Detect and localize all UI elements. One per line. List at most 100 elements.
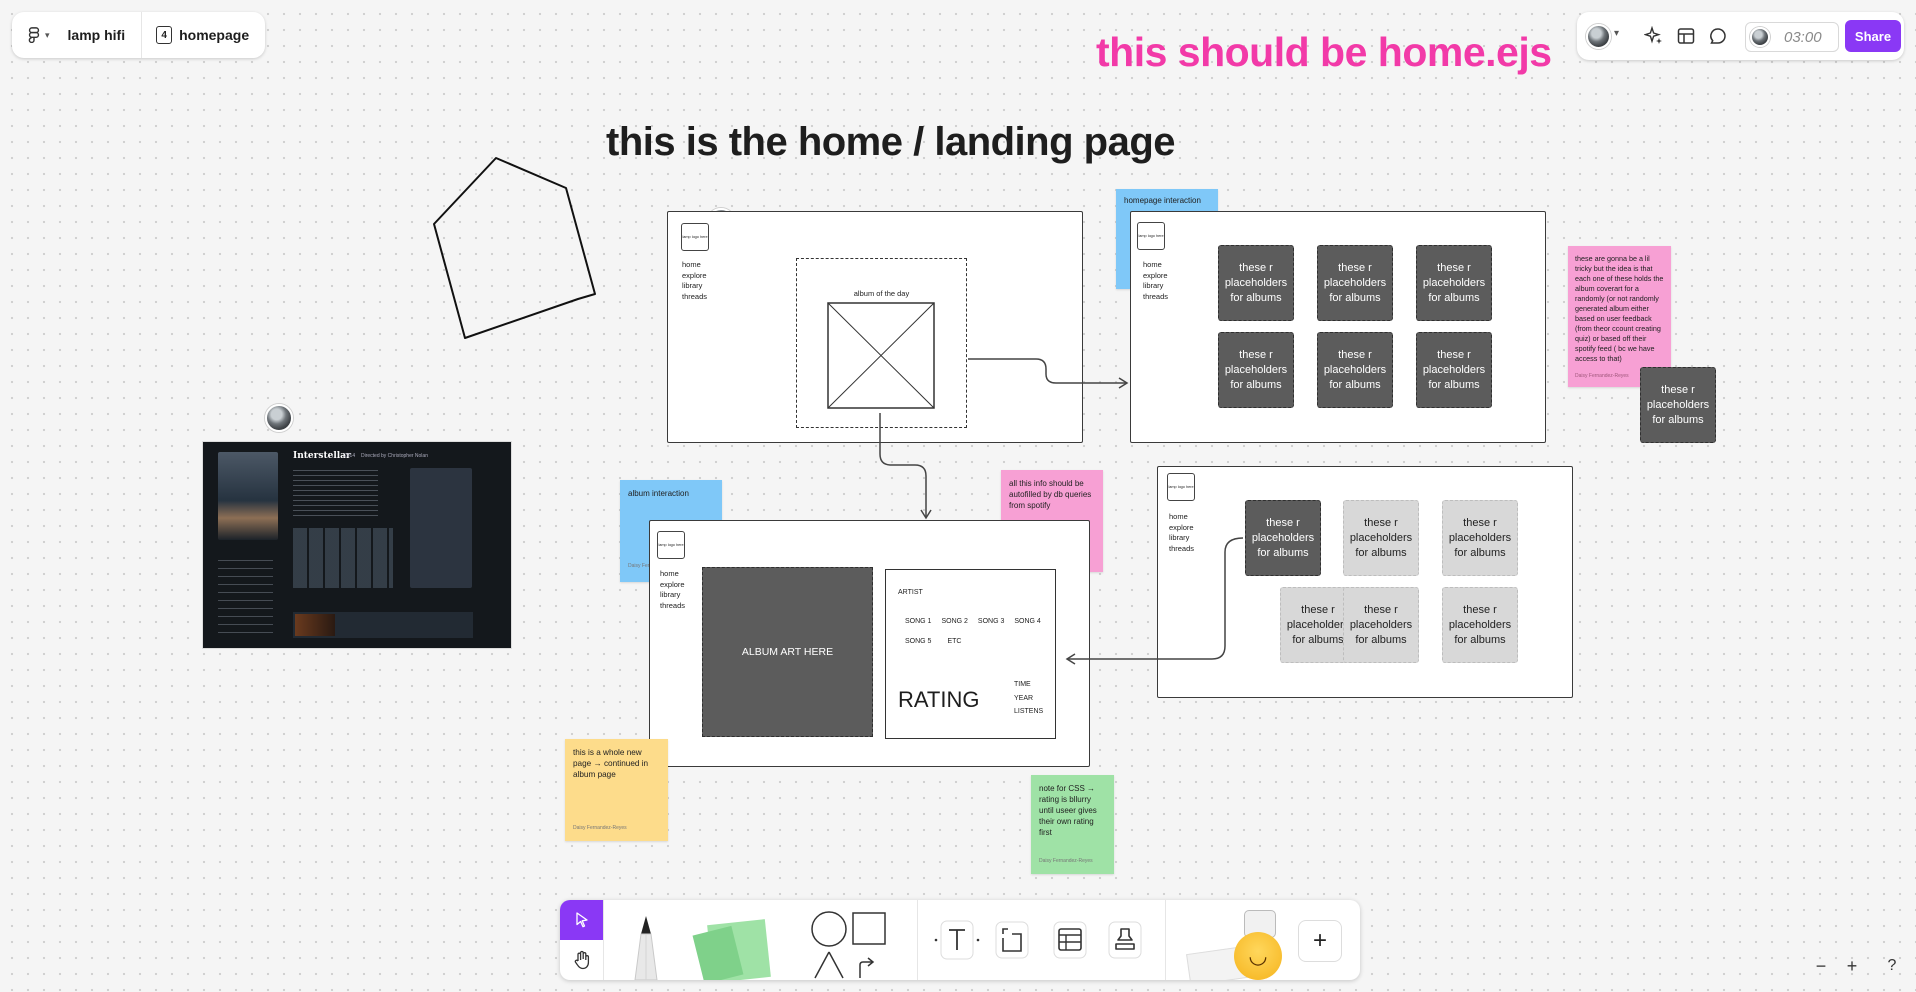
collaborator-avatar[interactable] — [265, 404, 293, 432]
shape-tools-icon[interactable] — [810, 910, 890, 980]
rating-label: RATING — [898, 687, 980, 712]
timer-value: 03:00 — [1784, 28, 1822, 46]
sticky-text: homepage interaction — [1124, 196, 1201, 205]
song-item[interactable]: SONG 3 — [977, 618, 1005, 625]
album-placeholder[interactable]: these r placeholders for albums — [1442, 587, 1518, 663]
nav-item-explore[interactable]: explore — [682, 270, 707, 280]
song-item[interactable]: SONG 1 — [905, 618, 932, 625]
project-name[interactable]: lamp hifi — [67, 27, 126, 43]
song-item[interactable]: ETC — [947, 638, 962, 645]
widgets-plugins-tool[interactable]: ◡ — [1182, 908, 1292, 980]
select-tool[interactable] — [560, 900, 603, 940]
wireframe-homepage-grid-selected[interactable]: lamp logo here home explore library thre… — [1157, 466, 1573, 698]
table-tool[interactable] — [1050, 920, 1090, 960]
page-selector[interactable]: 4 homepage — [142, 12, 265, 58]
timer-avatar — [1750, 27, 1770, 47]
nav-item-threads[interactable]: threads — [682, 291, 708, 301]
nav-item-threads[interactable]: threads — [660, 600, 686, 610]
album-placeholder[interactable]: these r placeholders for albums — [1317, 332, 1393, 408]
sticky-author: Daisy Fernandez-Reyes — [1039, 858, 1093, 864]
section-tool[interactable] — [992, 920, 1032, 960]
pink-annotation-text[interactable]: this should be home.ejs — [1096, 29, 1552, 75]
more-tools-button[interactable]: + — [1298, 920, 1342, 962]
logo-placeholder: lamp logo here — [681, 223, 709, 251]
timer-widget[interactable]: 03:00 — [1745, 22, 1839, 52]
chevron-down-icon: ▾ — [45, 29, 50, 40]
nav-item-library[interactable]: library — [1143, 281, 1164, 290]
sticky-new-page-note[interactable]: this is a whole new page → continued in … — [565, 739, 668, 841]
hand-tool[interactable] — [560, 940, 603, 980]
album-placeholder[interactable]: these r placeholders for albums — [1416, 332, 1492, 408]
nav-item-library[interactable]: library — [660, 590, 681, 599]
stamp-tool[interactable] — [1105, 920, 1145, 960]
artist-label: ARTIST — [898, 589, 923, 596]
nav-item-explore[interactable]: explore — [660, 579, 685, 589]
toolbar-divider — [917, 900, 918, 980]
sticky-author: Daisy Fernandez-Reyes — [573, 825, 627, 831]
nav-item-library[interactable]: library — [682, 281, 703, 290]
connector-album-to-page — [879, 413, 927, 517]
sticky-note-tool[interactable] — [692, 916, 771, 980]
ai-sparkle-icon[interactable] — [1644, 26, 1664, 46]
album-placeholder[interactable]: these r placeholders for albums — [1218, 245, 1294, 321]
text-icon — [934, 920, 980, 960]
main-menu-button[interactable]: ▾ — [12, 12, 60, 58]
album-placeholder[interactable]: these r placeholders for albums — [1442, 500, 1518, 576]
nav-item-explore[interactable]: explore — [1143, 270, 1168, 280]
nav-item-library[interactable]: library — [1169, 533, 1190, 542]
meta-list: TIME YEAR LISTENS — [1014, 678, 1043, 719]
album-placeholder-selected[interactable]: these r placeholders for albums — [1245, 500, 1321, 576]
song-item[interactable]: SONG 5 — [905, 638, 932, 645]
meta-time: TIME — [1014, 681, 1031, 688]
song-item[interactable]: SONG 4 — [1014, 618, 1041, 625]
nav-item-threads[interactable]: threads — [1143, 291, 1169, 301]
chevron-down-icon[interactable]: ▾ — [1614, 28, 1620, 39]
album-placeholder[interactable]: these r placeholders for albums — [1343, 500, 1419, 576]
page-name: homepage — [179, 27, 250, 43]
album-placeholder[interactable]: these r placeholders for albums — [1416, 245, 1492, 321]
help-button[interactable]: ? — [1887, 957, 1897, 974]
nav-item-home[interactable]: home — [1143, 260, 1162, 269]
album-art-placeholder[interactable]: ALBUM ART HERE — [702, 567, 873, 737]
wireframe-album-page[interactable]: lamp logo here home explore library thre… — [649, 520, 1090, 767]
album-placeholder[interactable]: these r placeholders for albums — [1317, 245, 1393, 321]
emoji-sticker-icon: ◡ — [1234, 932, 1282, 980]
rating-panel — [410, 468, 472, 588]
pen-marker-icon[interactable] — [626, 914, 666, 980]
layout-icon[interactable] — [1677, 27, 1695, 45]
nav-item-explore[interactable]: explore — [1169, 522, 1194, 532]
share-button[interactable]: Share — [1845, 20, 1901, 52]
logo-placeholder: lamp logo here — [1167, 473, 1195, 501]
figma-logo-icon — [28, 27, 40, 43]
table-icon — [1053, 921, 1087, 959]
nav-item-home[interactable]: home — [682, 260, 701, 269]
image-placeholder-icon — [827, 302, 935, 409]
synopsis-lines — [293, 470, 378, 520]
sticky-album-cover-note[interactable]: these are gonna be a lil tricky but the … — [1568, 246, 1671, 387]
zoom-out-button[interactable]: − — [1815, 955, 1827, 976]
meta-year: YEAR — [1014, 694, 1034, 702]
comment-icon[interactable] — [1709, 27, 1727, 45]
interstellar-screenshot-image[interactable]: Interstellar 2014 Directed by Christophe… — [202, 441, 512, 649]
connector-grid-to-page — [1068, 537, 1244, 660]
sticky-css-note[interactable]: note for CSS → rating is bllurry until u… — [1031, 775, 1114, 874]
connector-album-to-grid — [968, 358, 1126, 384]
toolbar-divider — [603, 900, 604, 980]
page-heading[interactable]: this is the home / landing page — [606, 120, 1176, 164]
nav-item-threads[interactable]: threads — [1169, 543, 1195, 553]
zoom-in-button[interactable]: + — [1846, 955, 1858, 976]
nav-item-home[interactable]: home — [1169, 512, 1188, 521]
song-item[interactable]: SONG 2 — [941, 618, 968, 625]
text-tool[interactable] — [933, 920, 981, 960]
album-placeholder-floating[interactable]: these r placeholders for albums — [1640, 367, 1716, 443]
nav-item-home[interactable]: home — [660, 569, 679, 578]
album-placeholder[interactable]: these r placeholders for albums — [1218, 332, 1294, 408]
album-info-panel[interactable]: ARTIST SONG 1 SONG 2 SONG 3 SONG 4 SONG 5 ET… — [885, 569, 1056, 739]
album-placeholder[interactable]: these r placeholders for albums — [1343, 587, 1419, 663]
wireframe-homepage-grid[interactable]: lamp logo here home explore library thre… — [1130, 211, 1546, 443]
album-of-day-box[interactable]: album of the day — [796, 258, 967, 428]
wireframe-home-album-of-day[interactable]: lamp logo here home explore library thre… — [667, 211, 1083, 443]
user-avatar[interactable] — [1586, 24, 1611, 49]
freehand-pentagon-drawing[interactable] — [430, 150, 600, 350]
